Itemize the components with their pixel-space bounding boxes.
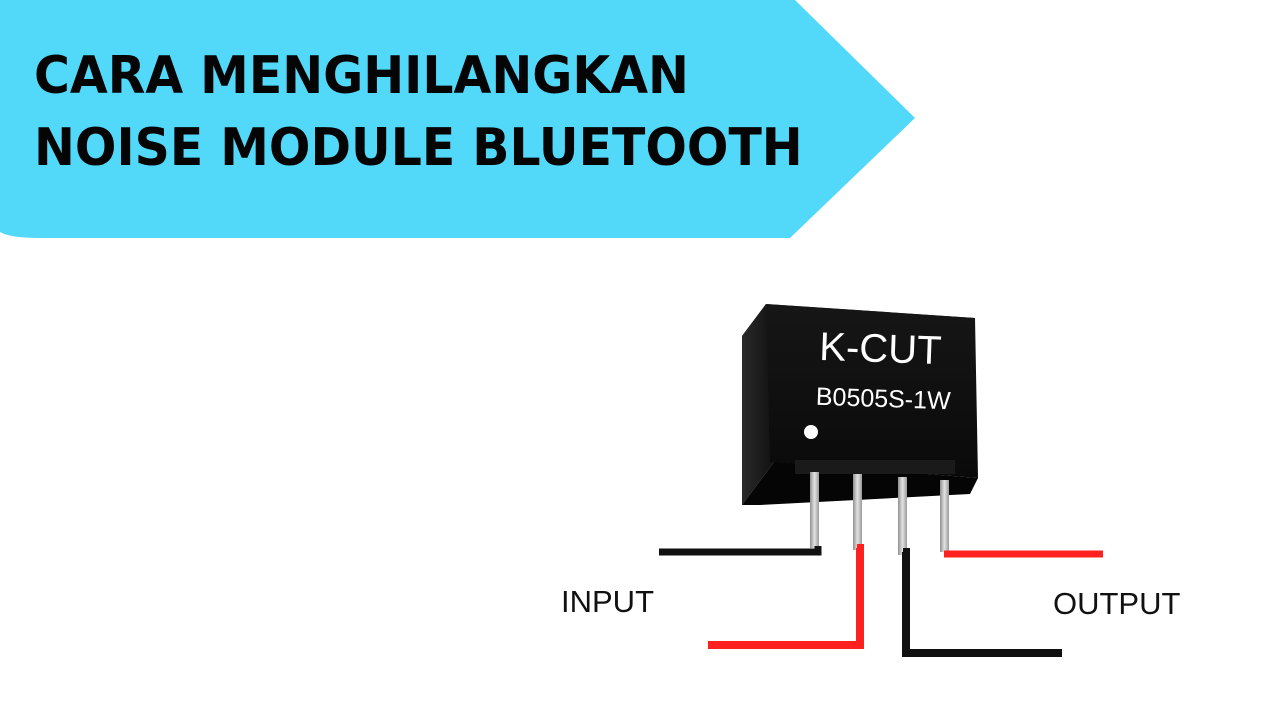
- module-side-face: [742, 304, 774, 505]
- title-banner: [0, 0, 915, 238]
- module-front-face: [766, 304, 978, 478]
- title-line-2: NOISE MODULE BLUETOOTH: [34, 118, 803, 178]
- input-label: INPUT: [561, 584, 654, 619]
- module-model-text: B0505S-1W: [815, 383, 951, 416]
- banner-arrow-shape: [0, 0, 915, 238]
- pin-3: [898, 477, 907, 555]
- input-wires: [659, 544, 864, 649]
- module-standoff: [795, 460, 955, 474]
- pin1-dot-icon: [804, 425, 818, 439]
- output-label: OUTPUT: [1053, 586, 1181, 621]
- input-negative-wire: [659, 546, 822, 556]
- input-positive-wire: [708, 544, 864, 649]
- pin-4: [940, 480, 949, 552]
- module-pins: [810, 472, 949, 555]
- module-brand-text: K-CUT: [819, 325, 943, 373]
- pin-1: [810, 472, 819, 548]
- output-wires: [902, 548, 1103, 657]
- output-negative-wire: [902, 548, 1062, 657]
- title-line-1: CARA MENGHILANGKAN: [34, 46, 689, 106]
- pin-2: [853, 474, 862, 550]
